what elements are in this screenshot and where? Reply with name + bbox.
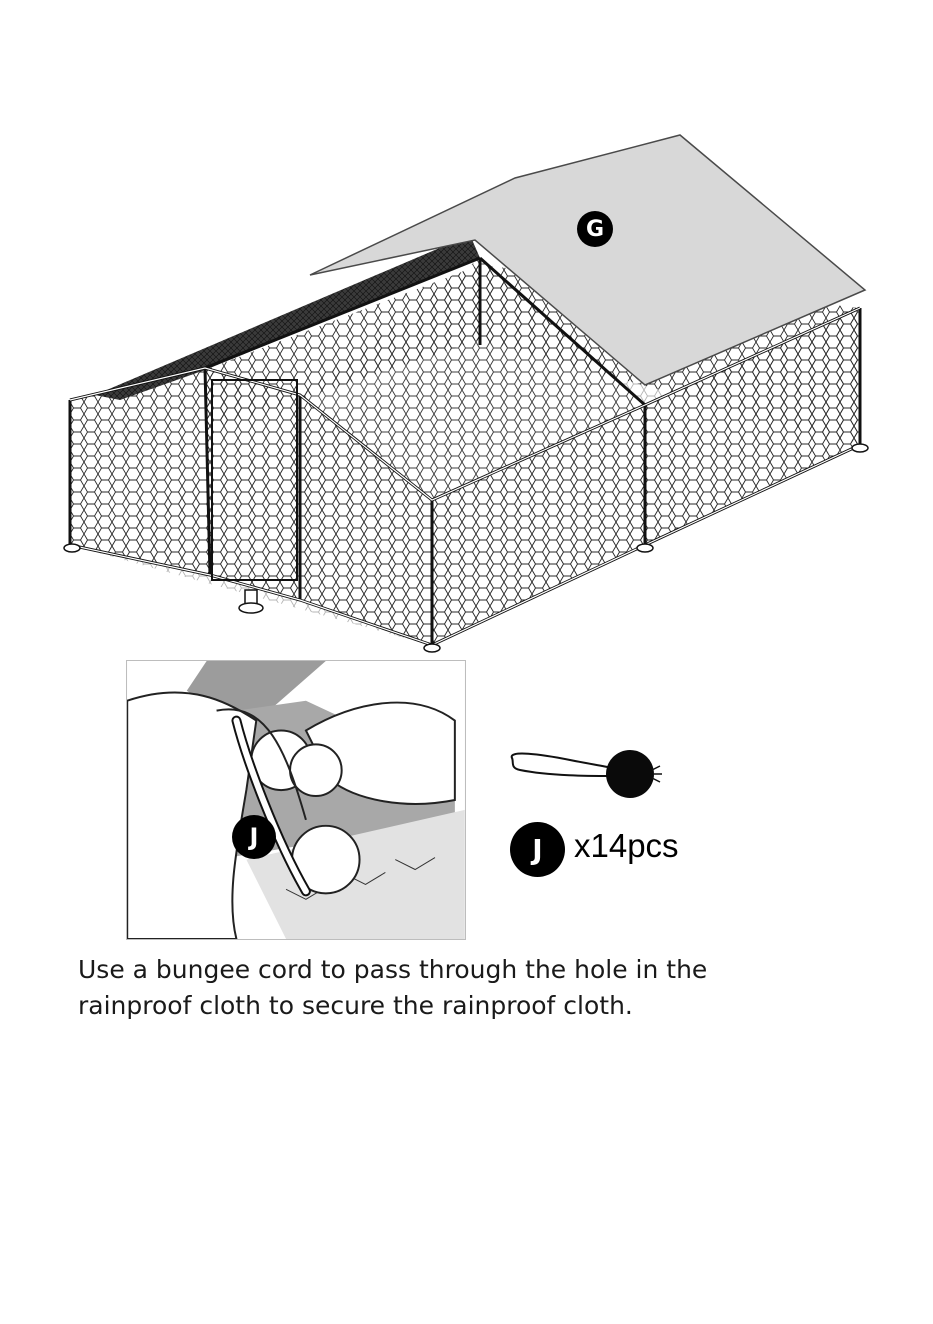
- door-mesh: [205, 370, 300, 600]
- part-label-g-badge: G: [577, 211, 613, 247]
- instruction-line-2: rainproof cloth to secure the rainproof …: [78, 988, 798, 1024]
- part-label-g: G: [586, 217, 604, 242]
- bungee-detail-illustration: [126, 660, 466, 940]
- legend-quantity: x14pcs: [574, 826, 679, 866]
- chicken-coop-illustration: [0, 0, 933, 660]
- bungee-cord-icon: [500, 730, 680, 810]
- legend-part-j-badge: J: [510, 822, 565, 877]
- part-label-j-detail: J: [250, 823, 259, 851]
- instruction-text: Use a bungee cord to pass through the ho…: [78, 952, 798, 1024]
- part-label-j-detail-badge: J: [232, 815, 276, 859]
- legend-part-j-label: J: [532, 833, 542, 866]
- instruction-line-1: Use a bungee cord to pass through the ho…: [78, 952, 798, 988]
- left-wall-mesh: [70, 368, 210, 575]
